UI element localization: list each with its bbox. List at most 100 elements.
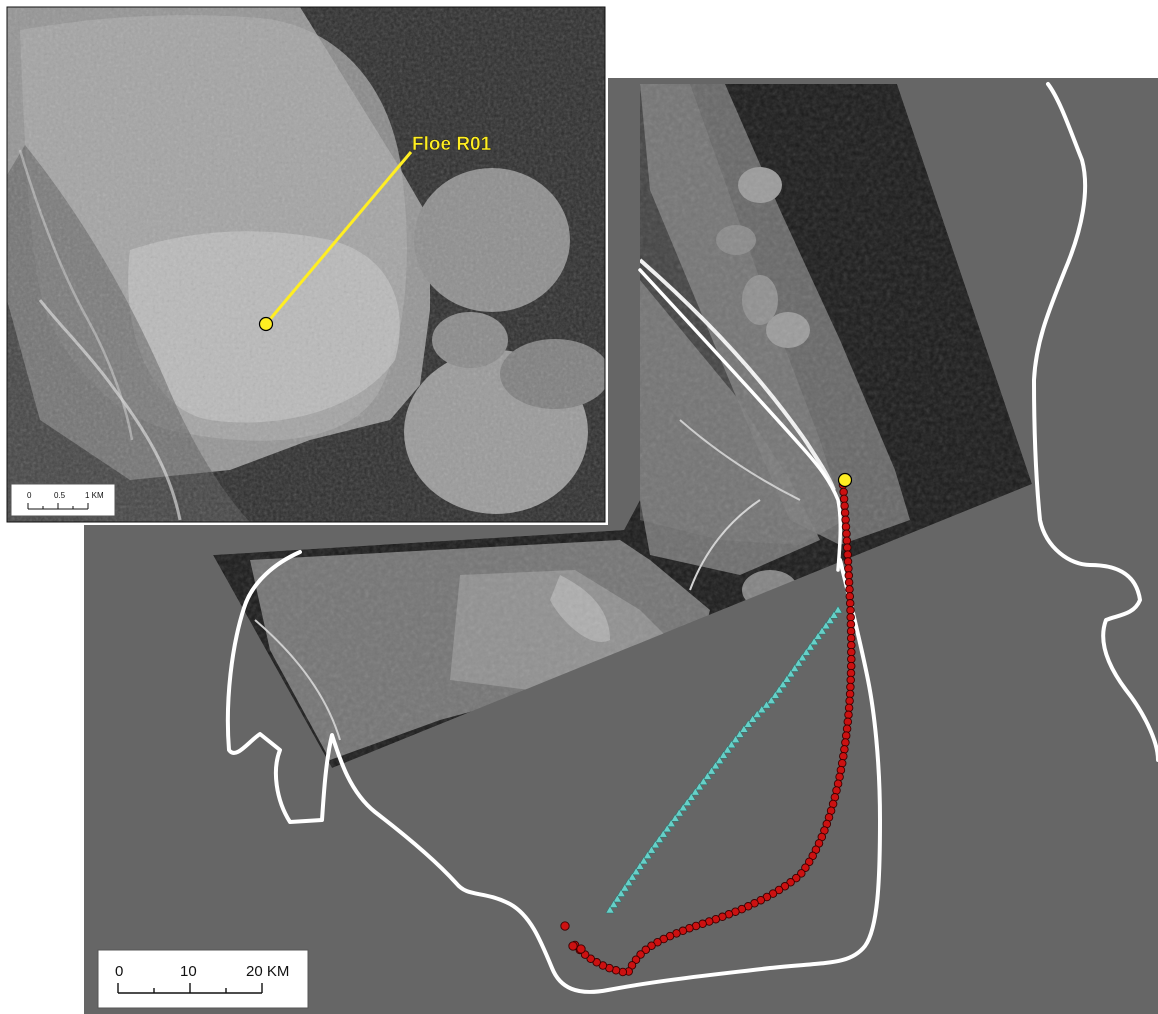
reference-track-point [666, 819, 676, 827]
floe-track-point [846, 606, 855, 615]
reference-drift-track [605, 605, 843, 914]
coastline-west [225, 550, 882, 994]
floe-track-point [845, 599, 855, 608]
main-scale-bar-box [97, 949, 309, 1009]
inset-scale-bar: 0 0.5 1 KM [10, 483, 116, 517]
floe-track-point [843, 550, 852, 559]
coastline-east [1032, 82, 1158, 762]
inset-map: Floe R01 0 0.5 1 KM [4, 4, 608, 525]
floe-track-point [843, 717, 853, 727]
reference-track-point [790, 663, 800, 672]
floe-track-point [841, 522, 851, 531]
floe-track-point [845, 592, 855, 601]
floe-track-point [846, 633, 856, 643]
reference-track-point [757, 705, 767, 714]
reference-track-point [801, 647, 811, 656]
floe-track-point [797, 869, 806, 878]
floe-r01-inset-marker [258, 316, 274, 332]
floe-track-point [804, 857, 814, 867]
floe-track-point [841, 731, 851, 740]
reference-track-point [748, 714, 758, 723]
floe-track-point [647, 941, 656, 950]
reference-track-point [658, 829, 668, 838]
reference-track-point [707, 766, 716, 775]
floe-track-point [791, 873, 801, 883]
reference-track-point [770, 690, 780, 699]
coastline-inner [638, 268, 843, 572]
floe-track-point [840, 508, 850, 518]
reference-track-point [635, 861, 645, 870]
floe-track-point [843, 557, 853, 566]
floe-track-point [560, 921, 570, 931]
floe-track-point [641, 945, 651, 955]
reference-track-point [609, 899, 619, 908]
inset-scale-bar-box [10, 483, 116, 517]
reference-track-point [817, 626, 827, 635]
reference-track-point [719, 750, 728, 759]
reference-track-point [833, 605, 843, 614]
floe-track-point [844, 578, 854, 587]
floe-track-point [846, 668, 856, 678]
floe-track-point [842, 529, 851, 538]
floe-track-point [845, 696, 854, 706]
main-scale-label-10: 10 [180, 963, 197, 980]
floe-track-point [844, 564, 853, 573]
floe-track-point [841, 738, 850, 747]
floe-track-point [846, 661, 856, 671]
reference-track-point [774, 685, 784, 694]
floe-track-point [839, 752, 848, 761]
floe-track-point [843, 543, 852, 552]
reference-track-point [715, 756, 724, 764]
floe-track-point [842, 724, 852, 733]
reference-track-point [762, 700, 771, 709]
reference-track-point [686, 792, 696, 801]
reference-track-point [778, 680, 788, 688]
floe-track-point [780, 882, 790, 891]
floe-track-point [847, 654, 856, 664]
reference-track-point [766, 696, 776, 704]
reference-track-point [794, 658, 803, 667]
floe-track-point [845, 689, 855, 699]
reference-track-point [805, 642, 815, 651]
inset-scale-label-0-5: 0.5 [54, 491, 66, 500]
floe-r01-main-map-marker [837, 472, 853, 488]
reference-track-point [727, 740, 736, 749]
reference-track-point [711, 761, 720, 770]
floe-track-point [844, 710, 853, 720]
floe-drift-track [560, 480, 856, 977]
main-map: 0 10 20 KM [84, 78, 1158, 1014]
floe-track-point [586, 954, 595, 963]
floe-track-point [840, 745, 849, 754]
reference-track-point [825, 616, 835, 624]
inset-scale-label-0: 0 [27, 491, 32, 500]
reference-track-point [690, 787, 700, 796]
floe-track-point [847, 647, 856, 657]
reference-track-point [752, 709, 762, 718]
reference-track-point [670, 813, 680, 822]
reference-track-point [631, 867, 641, 876]
floe-label-leader-line [264, 151, 413, 325]
floe-track-point [844, 703, 854, 713]
floe-track-point [839, 487, 848, 497]
floe-track-point [839, 494, 849, 504]
floe-track-point [842, 536, 852, 545]
floe-track-point [786, 878, 795, 887]
reference-track-point [678, 803, 688, 812]
main-scale-label-0: 0 [115, 963, 123, 980]
reference-track-point [821, 621, 831, 630]
reference-track-point [703, 771, 712, 780]
reference-track-point [786, 669, 796, 678]
floe-track-point [801, 863, 810, 872]
main-scale-label-20km: 20 KM [246, 963, 289, 980]
floe-track-point [833, 779, 843, 788]
floe-track-point [846, 675, 855, 685]
reference-track-point [731, 735, 741, 743]
reference-track-point [605, 905, 615, 914]
reference-track-point [813, 631, 823, 640]
floe-track-point [636, 950, 645, 959]
floe-track-point [837, 758, 847, 768]
reference-track-point [639, 856, 649, 865]
floe-track-point [835, 772, 844, 782]
reference-track-point [674, 808, 684, 817]
